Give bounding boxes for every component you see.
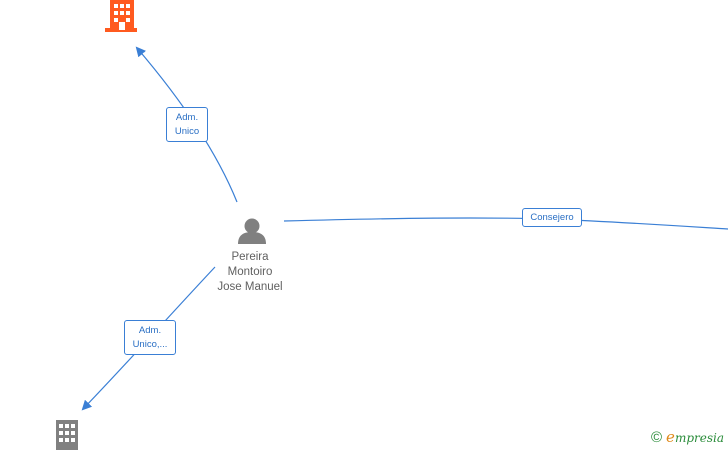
person-icon <box>238 218 266 244</box>
brand-logo: empresia <box>666 428 724 446</box>
edge-consejero[interactable] <box>283 217 728 230</box>
edge-label-line2: Unico <box>174 126 200 137</box>
person-name-line1: Pereira <box>231 251 269 263</box>
person-name-line3: Jose Manuel <box>217 281 283 293</box>
edge-label-text: Consejero <box>530 212 574 223</box>
edge-label-adm-unico-top[interactable]: Adm. Unico <box>166 107 208 142</box>
building-icon <box>56 420 78 450</box>
edge-label-line1: Adm. <box>138 325 162 336</box>
edge-label-line2: Unico,... <box>132 339 168 350</box>
company-node-top[interactable] <box>105 0 137 32</box>
person-name-line2: Montoiro <box>227 266 273 278</box>
building-icon <box>105 0 137 32</box>
edge-label-consejero[interactable]: Consejero <box>522 208 582 227</box>
person-node[interactable] <box>238 218 266 245</box>
edge-label-adm-unico-bottom[interactable]: Adm. Unico,... <box>124 320 176 355</box>
edge-label-line1: Adm. <box>175 112 199 123</box>
copyright-icon: © <box>650 428 663 446</box>
brand-watermark: © empresia <box>651 428 724 446</box>
company-node-bottom[interactable] <box>56 420 78 450</box>
person-name[interactable]: Pereira Montoiro Jose Manuel <box>195 250 305 295</box>
